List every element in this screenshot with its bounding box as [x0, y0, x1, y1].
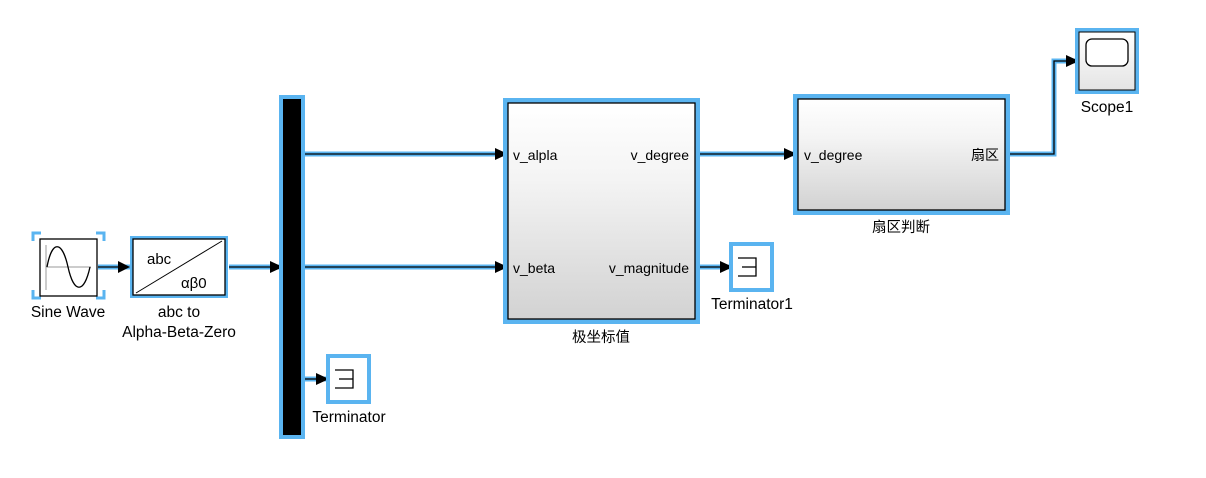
- signal-line-demux-to-v-beta[interactable]: [303, 261, 508, 273]
- abc-block-label-line1: abc to: [158, 304, 200, 321]
- abc-to-alpha-beta-zero-block[interactable]: abc αβ0 abc to Alpha-Beta-Zero: [122, 236, 236, 341]
- signal-line-demux-to-v-alpla[interactable]: [303, 148, 508, 160]
- sine-wave-label: Sine Wave: [31, 304, 105, 321]
- terminator1-label: Terminator1: [711, 296, 793, 313]
- polar-subsystem-label: 极坐标值: [572, 329, 630, 346]
- sector-input-port-v-degree: v_degree: [804, 147, 863, 163]
- sector-output-port: 扇区: [971, 148, 999, 164]
- sine-wave-icon: [45, 245, 91, 290]
- demux-block[interactable]: [279, 95, 305, 439]
- signal-line-sector-to-scope[interactable]: [1007, 55, 1079, 157]
- scope1-label: Scope1: [1081, 99, 1134, 116]
- scope-icon: [1085, 38, 1129, 67]
- signal-line-sine-to-abc[interactable]: [98, 261, 130, 273]
- scope1-block[interactable]: Scope1: [1075, 28, 1139, 116]
- sector-subsystem-block[interactable]: v_degree 扇区 扇区判断: [793, 94, 1010, 236]
- terminator-label: Terminator: [312, 409, 385, 426]
- polar-output-port-v-degree: v_degree: [631, 147, 690, 163]
- terminator-icon: [335, 369, 354, 389]
- sine-wave-block[interactable]: Sine Wave: [31, 231, 106, 321]
- abc-block-label-line2: Alpha-Beta-Zero: [122, 324, 236, 341]
- polar-input-port-v-alpla: v_alpla: [513, 147, 558, 163]
- alpha-beta-zero-bottom-text: αβ0: [181, 275, 207, 292]
- polar-output-port-v-magnitude: v_magnitude: [609, 260, 689, 276]
- signal-lines: [98, 55, 1079, 385]
- terminator-block[interactable]: Terminator: [312, 354, 386, 426]
- sector-subsystem-label: 扇区判断: [872, 219, 930, 236]
- polar-input-port-v-beta: v_beta: [513, 260, 555, 276]
- signal-line-abc-to-demux[interactable]: [229, 261, 283, 273]
- polar-subsystem-block[interactable]: v_alpla v_beta v_degree v_magnitude 极坐标值: [503, 98, 700, 346]
- signal-line-polar-to-terminator1[interactable]: [697, 261, 733, 273]
- selection-corners: [31, 231, 106, 300]
- signal-line-polar-to-sector[interactable]: [697, 148, 797, 160]
- terminator1-block[interactable]: Terminator1: [711, 242, 793, 313]
- signal-line-demux-to-terminator[interactable]: [303, 373, 329, 385]
- terminator-icon: [738, 257, 757, 277]
- abc-top-text: abc: [147, 251, 172, 268]
